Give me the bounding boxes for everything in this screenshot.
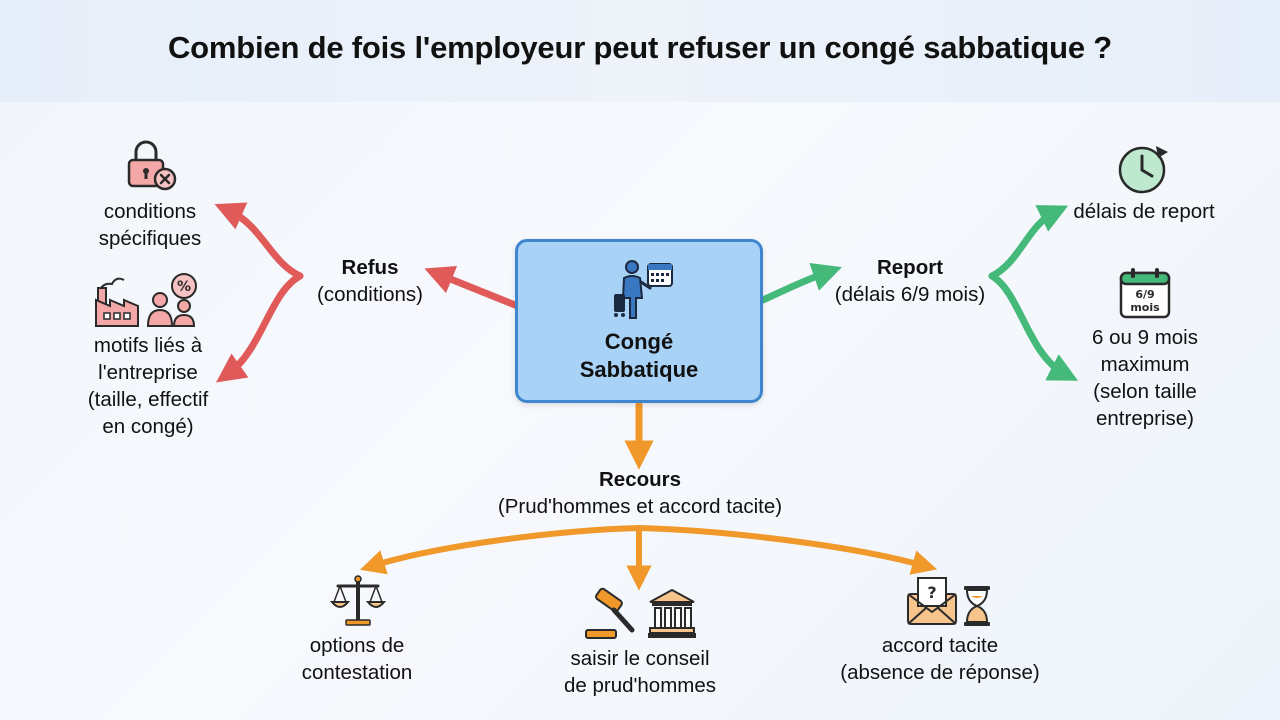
edge-center-refus [424, 265, 519, 309]
leaf-line: motifs liés à [93, 334, 203, 357]
edge-refus-motifs [215, 272, 304, 383]
edge-report-mois [988, 272, 1079, 381]
leaf-line: de prud'hommes [563, 674, 717, 697]
edge-recours-tacite [636, 525, 938, 575]
recours-label: Recours (Prud'hommes et accord tacite) [460, 466, 820, 520]
svg-text:%: % [177, 279, 191, 295]
edge-center-report [759, 262, 842, 304]
leaf-line: saisir le conseil [570, 647, 710, 670]
refus-title: Refus [341, 256, 399, 279]
clock-icon [1118, 146, 1168, 194]
leaf-line: maximum [1100, 353, 1190, 376]
center-line1: Congé [604, 329, 674, 354]
gavel-icon [585, 587, 635, 639]
refus-subtitle: (conditions) [317, 283, 423, 306]
envelope-mark: ? [927, 583, 936, 602]
recours-leaf-options: options de contestation [272, 632, 442, 686]
scales-icon [330, 575, 386, 626]
recours-leaf-tacite: accord tacite (absence de réponse) [820, 632, 1060, 686]
hourglass-icon [964, 586, 990, 626]
edge-recours-options [359, 525, 642, 575]
leaf-line: options de [309, 634, 405, 657]
leaf-line: (absence de réponse) [840, 661, 1040, 684]
edge-refus-conditions [214, 202, 304, 280]
refus-label: Refus (conditions) [295, 254, 445, 308]
lock-x-icon [127, 140, 177, 191]
calendar-unit: mois [1130, 301, 1160, 314]
recours-leaf-prudhommes: saisir le conseil de prud'hommes [540, 645, 740, 699]
refus-leaf-conditions: conditions spécifiques [70, 198, 230, 252]
courthouse-icon [648, 588, 696, 638]
page-title: Combien de fois l'employeur peut refuser… [167, 30, 1113, 65]
leaf-line: accord tacite [881, 634, 999, 657]
leaf-line: délais de report [1073, 200, 1215, 223]
center-title: Congé Sabbatique [518, 328, 760, 384]
factory-people-icon: % [95, 273, 197, 327]
leaf-line: en congé) [102, 415, 194, 438]
recours-title: Recours [598, 468, 682, 491]
report-label: Report (délais 6/9 mois) [815, 254, 1005, 308]
leaf-line: entreprise) [1096, 407, 1194, 430]
envelope-question-icon: ? [907, 577, 957, 625]
calendar-number: 6/9 [1135, 288, 1154, 301]
leaf-line: conditions [103, 200, 197, 223]
header-band [0, 0, 1280, 102]
leaf-line: spécifiques [98, 227, 202, 250]
refus-leaf-motifs: motifs liés à l'entreprise (taille, effe… [58, 332, 238, 440]
report-title: Report [876, 256, 944, 279]
center-node: Congé Sabbatique [515, 239, 763, 403]
center-line2: Sabbatique [579, 357, 699, 382]
calendar-icon: 6/9 mois [1119, 268, 1171, 319]
recours-subtitle: (Prud'hommes et accord tacite) [497, 495, 783, 518]
leaf-line: contestation [301, 661, 413, 684]
leaf-line: l'entreprise [98, 361, 198, 384]
report-leaf-mois: 6 ou 9 mois maximum (selon taille entrep… [1060, 324, 1230, 432]
leaf-line: (taille, effectif [87, 388, 209, 411]
report-subtitle: (délais 6/9 mois) [834, 283, 986, 306]
leaf-line: (selon taille [1093, 380, 1197, 403]
edge-report-delais [988, 205, 1069, 280]
traveler-calendar-icon [614, 260, 673, 319]
report-leaf-delais: délais de report [1054, 198, 1234, 225]
leaf-line: 6 ou 9 mois [1092, 326, 1198, 349]
